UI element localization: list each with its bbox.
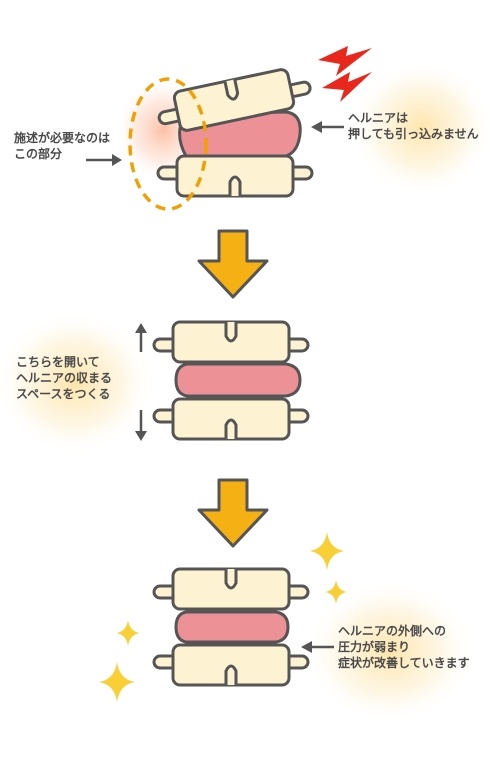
stage2-upper-vertebra [152,320,310,364]
stage1-left-label-line1: 施述が必要なのは [14,131,111,145]
stage1-spine [153,62,315,198]
stage3-lower-vertebra [152,643,310,687]
down-block-arrow-icon [197,478,269,548]
left-arrow-icon [311,121,344,133]
stage2-lower-vertebra [152,397,310,441]
stage3-right-label-line3: 症状が改善していきます [338,656,470,670]
stage3-upper-vertebra [152,567,310,611]
stage3-right-label-line2: 圧力が弱まり [338,640,411,654]
stage2-left-label-line3: スペースをつくる [16,387,111,401]
down-block-arrow-icon [197,229,269,299]
sparkle-icon [309,532,345,570]
stage2-left-label-line1: こちらを開いて [16,355,100,369]
left-arrow-icon [301,641,334,653]
stage3-right-label: ヘルニアの外側への 圧力が弱まり 症状が改善していきます [338,623,470,671]
right-arrow-icon [86,154,122,166]
stage2-left-label-line2: ヘルニアの収まる [16,371,113,385]
stage3-spine [152,567,310,687]
stage1-lower-vertebra [156,154,314,198]
stage3-disc [174,610,290,644]
stage1-right-label-line1: ヘルニアは [348,111,409,125]
stage1-right-label-line2: 押しても引っ込みません [348,127,479,141]
dashed-highlight [128,77,208,211]
stage1-left-label-line2: この部分 [14,147,63,161]
lightning-icon [318,46,372,102]
stage1-right-label: ヘルニアは 押しても引っ込みません [348,110,479,142]
stage1-left-label: 施述が必要なのは この部分 [14,130,110,162]
up-arrow-icon [135,323,147,352]
stage2-left-label: こちらを開いて ヘルニアの収まる スペースをつくる [16,354,112,402]
sparkle-icon [99,662,135,702]
stage2-spine [152,320,310,441]
stage2-disc [174,362,302,398]
stage3-right-label-line1: ヘルニアの外側への [338,624,447,638]
sparkle-icon [116,620,140,646]
down-arrow-icon [135,410,147,441]
